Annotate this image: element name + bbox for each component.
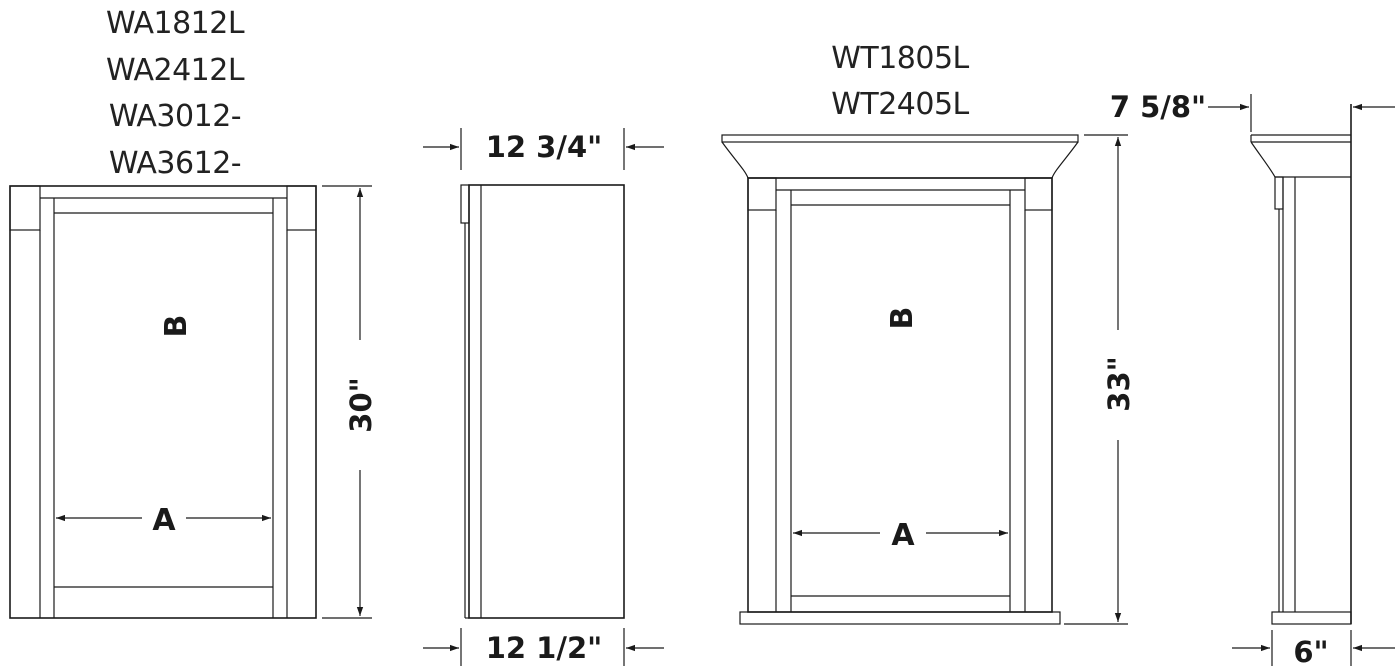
right-side-top-depth: 7 5/8" — [1110, 90, 1206, 124]
left-height-dimension: 30" — [344, 377, 378, 432]
left-side-top-depth: 12 3/4" — [486, 130, 603, 164]
right-height-dimension: 33" — [1102, 356, 1136, 411]
right-unit-left-block — [747, 177, 777, 211]
right-crown-molding — [721, 141, 1079, 179]
left-interior-height-label: B — [159, 315, 194, 338]
right-side-view: 7 5/8" 6" — [1110, 90, 1395, 666]
left-cabinet-outline — [9, 185, 317, 619]
left-corner-block — [9, 185, 41, 231]
right-model-1: WT1805L — [831, 41, 969, 76]
right-crown-top — [721, 134, 1079, 143]
right-corner-block — [286, 185, 317, 231]
left-interior-width-label: A — [152, 503, 176, 538]
right-base — [739, 611, 1061, 625]
left-side-bottom-depth: 12 1/2" — [486, 631, 603, 665]
left-model-3: WA3012- — [109, 99, 241, 134]
left-front-view: WA1812L WA2412L WA3012- WA3612- A B 30" — [9, 6, 378, 619]
right-unit-right-block — [1024, 177, 1053, 211]
left-model-2: WA2412L — [106, 53, 245, 88]
left-side-body — [468, 184, 625, 619]
right-model-2: WT2405L — [831, 87, 969, 122]
right-front-view: WT1805L WT2405L A B 33" — [721, 41, 1136, 625]
left-model-1: WA1812L — [106, 6, 245, 41]
right-interior-width-label: A — [891, 518, 915, 553]
left-side-view: 12 3/4" 12 1/2" — [423, 128, 664, 666]
right-side-bottom-depth: 6" — [1293, 635, 1328, 666]
right-interior-height-label: B — [885, 307, 920, 330]
left-model-4: WA3612- — [109, 146, 241, 181]
